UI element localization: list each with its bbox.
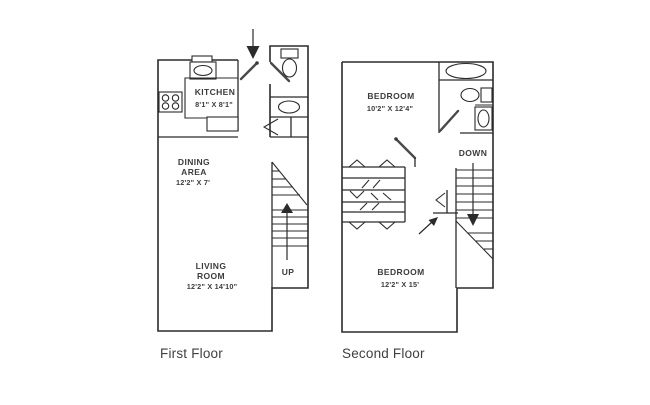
bedroom2-dims: 12'2" X 15': [381, 280, 419, 289]
kitchen-label: KITCHEN: [195, 87, 236, 97]
kitchen-area: [158, 55, 239, 138]
bath-door: [269, 61, 291, 83]
living-dims: 12'2" X 14'10": [187, 282, 238, 291]
kitchen-dims: 8'1" X 8'1": [195, 100, 233, 109]
bathroom-door: [438, 109, 460, 133]
vanity: [270, 100, 308, 118]
first-floor-caption: First Floor: [160, 346, 223, 361]
bathroom: [438, 62, 493, 134]
understair-closet: [433, 190, 458, 214]
kitchen-window: [191, 55, 213, 63]
living-label-line1: LIVING: [196, 261, 227, 271]
stove-icon: [158, 91, 183, 113]
down-label: DOWN: [459, 148, 488, 158]
up-arrow-icon: [281, 203, 293, 260]
closet-chevron-icon: [435, 192, 446, 208]
entry-door: [239, 61, 259, 81]
hall-closet: [262, 117, 308, 138]
bedroom1-door: [394, 137, 417, 167]
bathtub-icon: [445, 62, 487, 80]
stair-cut-line: [271, 161, 308, 206]
bedroom2-entry-arrow-icon: [418, 217, 438, 235]
staircase-up: UP: [271, 161, 308, 288]
bifold-door-icon: [348, 159, 396, 230]
dining-label-line1: DINING: [178, 157, 210, 167]
toilet-icon: [280, 48, 299, 78]
half-bath: [269, 48, 308, 98]
down-arrow-icon: [467, 163, 479, 226]
kitchen-peninsula: [206, 116, 239, 132]
closet-door-arrow-icon: [262, 118, 279, 136]
second-floor-room-labels: BEDROOM 10'2" X 12'4" BEDROOM 12'2" X 15…: [367, 91, 424, 289]
closet-bank: [342, 159, 406, 230]
up-label: UP: [282, 267, 295, 277]
stair-cut-line-2: [455, 220, 494, 260]
first-floor-room-labels: KITCHEN 8'1" X 8'1" DINING AREA 12'2" X …: [176, 87, 237, 291]
stair-treads-2: [456, 169, 493, 219]
dining-label-line2: AREA: [181, 167, 207, 177]
living-label-line2: ROOM: [197, 271, 225, 281]
second-floor-outer-walls: [341, 61, 494, 333]
dining-dims: 12'2" X 7': [176, 178, 210, 187]
second-floor-caption: Second Floor: [342, 346, 425, 361]
bathroom-sink-icon: [460, 87, 493, 103]
first-floor-plan: UP KITCHEN 8'1" X 8'1" DINING AREA 12'2"…: [157, 29, 309, 361]
bathroom-toilet-icon: [474, 104, 493, 131]
vanity-sink-icon: [277, 100, 301, 114]
kitchen-counter: [184, 77, 238, 119]
second-floor-plan: DOWN BEDROOM 10'2" X 12'4" BEDROOM 12'2"…: [341, 61, 494, 361]
staircase-down: DOWN: [455, 148, 494, 288]
bedroom1-dims: 10'2" X 12'4": [367, 104, 413, 113]
kitchen-sink: [189, 61, 217, 80]
bedroom1-label: BEDROOM: [367, 91, 414, 101]
bedroom2-label: BEDROOM: [377, 267, 424, 277]
entry-arrow-icon: [246, 29, 260, 59]
